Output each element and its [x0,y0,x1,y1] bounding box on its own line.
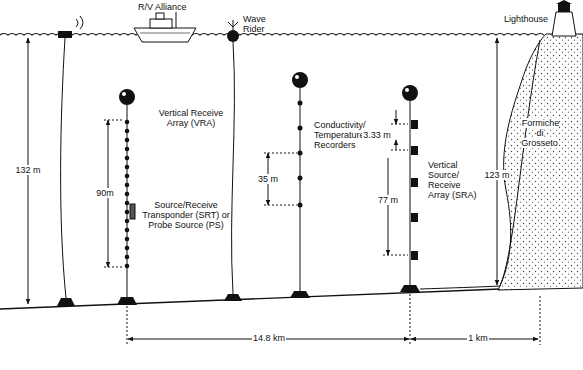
research-ship [134,12,196,42]
hydrophone-dot [125,264,130,269]
surface-mooring [28,16,83,306]
seafloor [0,289,500,309]
buoy-label: Wave Rider [243,14,279,34]
vertical-receive-array [104,89,137,345]
hydrophone-dot [125,183,130,188]
spacing-dimension: 3.33 m [360,130,394,140]
vertical-source-receive-array [383,38,540,345]
hydrophone-dot [125,219,130,224]
hydrophone-dot [125,192,130,197]
island [498,34,583,290]
hydrophone-dot [125,138,130,143]
hydrophone-dot [125,165,130,170]
equipment-label: Lighthouse [492,14,548,24]
hydrophone-dot [125,174,130,179]
lighthouse [552,0,576,36]
hydrophone-dot [125,246,130,251]
range-dimensions [128,296,540,345]
hydrophone-dot [125,210,130,215]
ship-label: R/V Alliance [138,2,208,12]
array-label: Vertical Receive Array (VRA) [156,108,226,128]
array-label: Vertical Source/ Receive Array (SRA) [428,160,480,200]
depth-dimension: 132 m [10,165,46,175]
hydrophone-dot [125,120,130,125]
island-label: Formiche di Grosseto [518,118,562,148]
hydrophone-dot [125,129,130,134]
wave-rider-buoy [224,20,242,301]
hydrophone-dot [125,255,130,260]
length-dimension: 77 m [372,195,404,205]
length-dimension: 90m [90,188,120,198]
hydrophone-dot [125,237,130,242]
hydrophone-dot [125,228,130,233]
hydrophone-dot [125,201,130,206]
sea-surface [0,34,544,36]
hydrophone-dot [125,147,130,152]
range-dimension: 1 km [458,333,498,343]
length-dimension: 35 m [252,174,284,184]
depth-dimension: 123 m [480,170,514,180]
transponder-label: Source/Receive Transponder (SRT) or Prob… [140,200,232,230]
range-dimension: 14.8 km [244,333,294,343]
hydrophone-dot [125,156,130,161]
ct-mooring [264,72,310,298]
